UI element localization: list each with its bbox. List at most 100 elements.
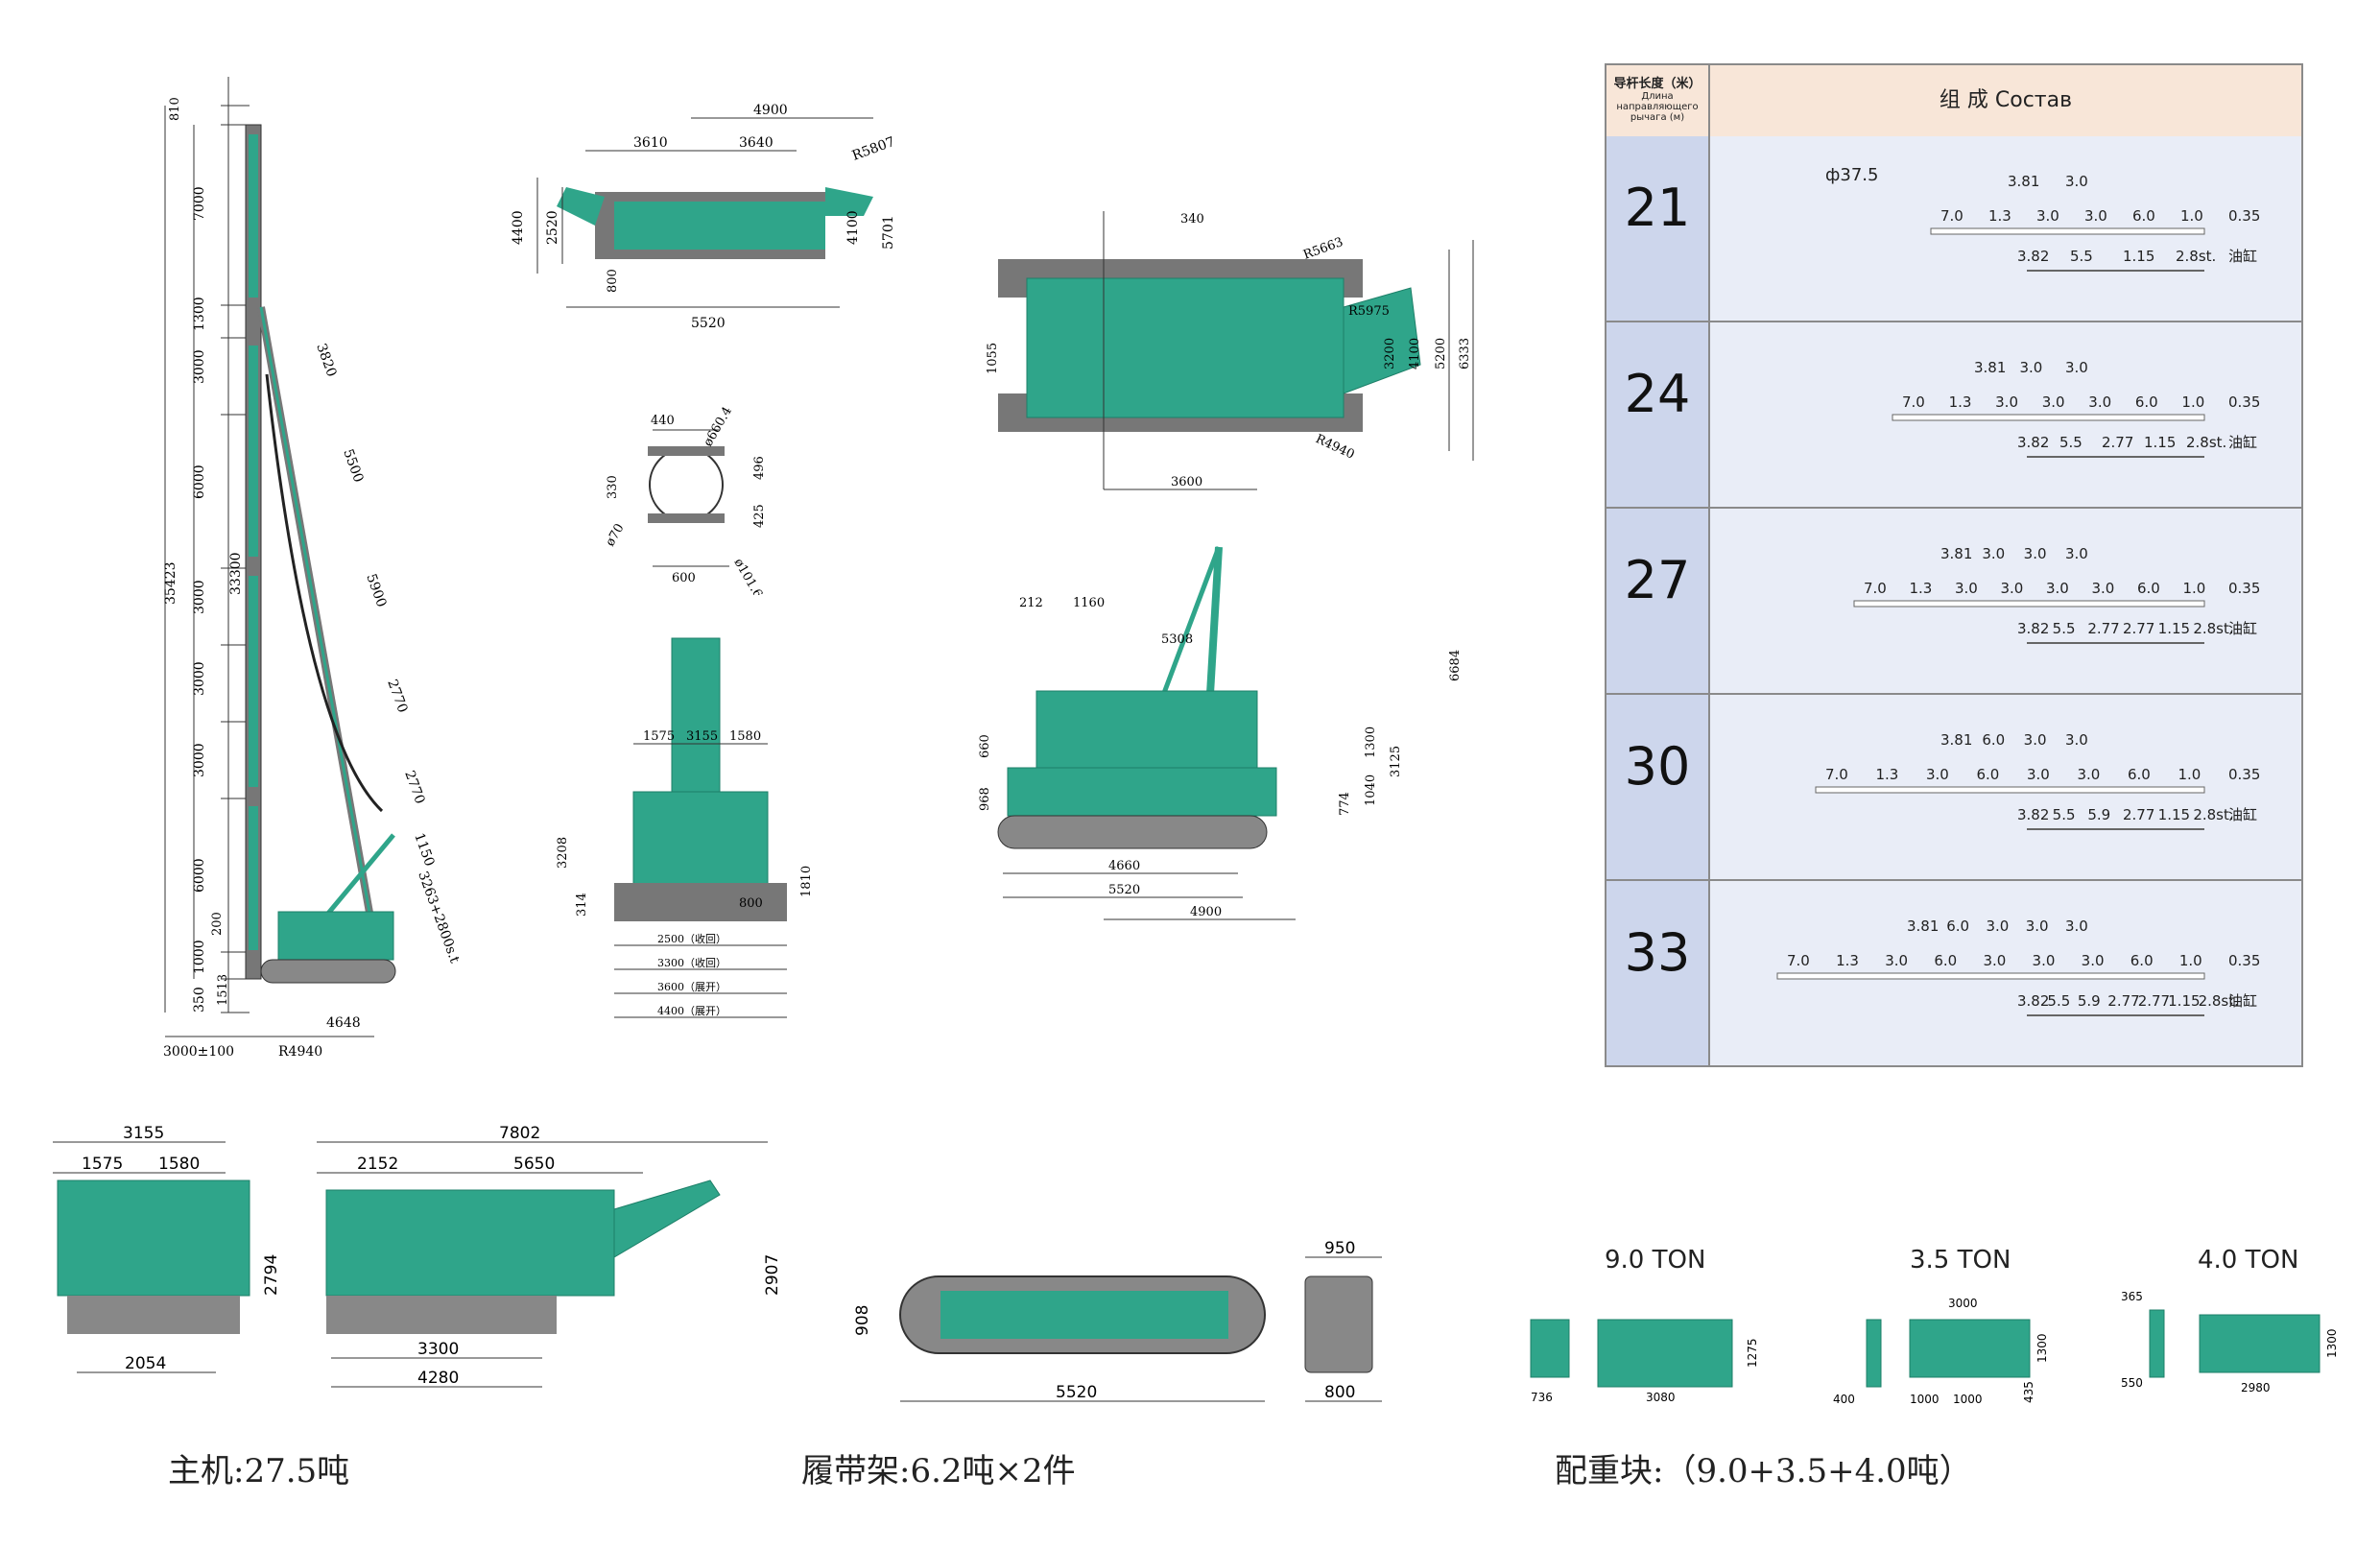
fv-314: 314 [575, 893, 589, 917]
cw4-365: 365 [2121, 1290, 2143, 1303]
segment-label: 3.0 [1926, 766, 1949, 783]
front-view: 1575 3155 1580 3208 314 1810 800 2500（收回… [556, 637, 814, 1018]
cw35-3000: 3000 [1948, 1297, 1978, 1310]
boom-3263: 3263+2800s.t [415, 870, 462, 965]
bottom-front-view: 3155 1575 1580 2054 [53, 1124, 250, 1373]
bs-774: 774 [1338, 792, 1352, 816]
segment-label: 6.0 [2132, 207, 2155, 225]
leader-shaft [1930, 227, 2205, 235]
sec-d660: ø660.4 [701, 404, 735, 449]
cw35-1000b: 1000 [1953, 1393, 1983, 1406]
segment-label: 3.0 [2024, 545, 2047, 562]
segment-label: 5.9 [2078, 992, 2101, 1010]
ts-800: 800 [606, 269, 620, 293]
segment-label: 3.0 [2036, 207, 2059, 225]
fv-800: 800 [739, 896, 763, 911]
segment-label: 油缸 [2228, 620, 2257, 637]
segment-label: 油缸 [2228, 434, 2257, 451]
dim-3000: 3000±100 [163, 1044, 234, 1060]
segment-label: 3.81 [1974, 359, 2006, 376]
segment-label: 7.0 [1864, 580, 1887, 597]
dim-R4940: R4940 [278, 1044, 322, 1060]
segment-label: 1.15 [2123, 248, 2154, 265]
segment-label: 7.0 [1825, 766, 1848, 783]
segment-label: 2.8st. [2193, 806, 2233, 823]
boom-5900: 5900 [363, 572, 389, 609]
segment-label: 1.0 [2183, 580, 2206, 597]
fv-3155: 3155 [686, 729, 718, 744]
bsd-5650: 5650 [513, 1155, 555, 1174]
ts-R5807: R5807 [850, 134, 897, 164]
segment-label: 3.0 [2065, 173, 2088, 190]
cr-5520: 5520 [1056, 1383, 1097, 1402]
segment-label: 0.35 [2228, 952, 2260, 969]
cw-9-title: 9.0 TON [1605, 1246, 1706, 1275]
tl-R5975: R5975 [1348, 304, 1390, 319]
segment-label: 3.0 [2046, 580, 2069, 597]
cw35-1000a: 1000 [1910, 1393, 1940, 1406]
boom-1150: 1150 [411, 831, 437, 869]
header-length-cell: 导杆长度（米） Длина направляющего рычага (м) [1606, 65, 1710, 136]
bf-3155: 3155 [123, 1124, 164, 1143]
segment-label: 3.0 [2065, 359, 2088, 376]
fv-3208: 3208 [556, 837, 570, 869]
bs-660: 660 [978, 734, 992, 758]
segment-label: 5.9 [2087, 806, 2110, 823]
segment-label: 3.0 [1987, 917, 2010, 935]
side-view-drawing: 810 7000 1300 3000 6000 3000 3000 3000 6… [163, 77, 463, 1060]
segment-label: 0.35 [2228, 393, 2260, 411]
segment-label: 5.5 [2047, 992, 2070, 1010]
cw9-736: 736 [1531, 1391, 1553, 1404]
tl-5200: 5200 [1434, 338, 1448, 369]
composition-table: 导杆长度（米） Длина направляющего рычага (м) 组… [1605, 63, 2303, 1067]
dim-left-1: 1300 [192, 297, 207, 331]
counterweight-35ton: 3000 1300 435 400 1000 1000 [1833, 1297, 2049, 1406]
sec-330: 330 [606, 475, 620, 499]
segment-label: 3.0 [1955, 580, 1978, 597]
bsd-2152: 2152 [357, 1155, 398, 1174]
cw9-3080: 3080 [1646, 1391, 1676, 1404]
tl-1055: 1055 [986, 343, 1000, 374]
segment-label: 3.0 [2092, 580, 2115, 597]
segment-label: 7.0 [1787, 952, 1810, 969]
segment-label: 3.0 [2088, 393, 2111, 411]
sec-440: 440 [651, 414, 675, 428]
dim-left-7: 6000 [192, 858, 207, 893]
segment-label: 6.0 [2135, 393, 2158, 411]
leader-shaft [1892, 414, 2205, 421]
segment-label: 5.5 [2053, 806, 2076, 823]
cw-35-title: 3.5 TON [1910, 1246, 2011, 1275]
dim-overall-35423: 35423 [163, 561, 178, 605]
bs-6684: 6684 [1448, 650, 1463, 681]
dim-left-0: 7000 [192, 186, 207, 221]
segment-label: 6.0 [2137, 580, 2160, 597]
segment-label: 2.77 [2107, 992, 2139, 1010]
dim-left-6: 3000 [192, 743, 207, 777]
segment-label: 1.0 [2179, 952, 2202, 969]
cw4-550: 550 [2121, 1376, 2143, 1390]
ts-4900: 4900 [753, 103, 788, 118]
ts-4100: 4100 [845, 210, 861, 245]
segment-label: 1.3 [1910, 580, 1933, 597]
table-header: 导杆长度（米） Длина направляющего рычага (м) 组… [1606, 65, 2301, 138]
segment-label: 3.0 [1995, 393, 2018, 411]
segment-label: 3.0 [2065, 731, 2088, 749]
segment-label: 1.15 [2158, 620, 2190, 637]
segment-label: 2.77 [2087, 620, 2119, 637]
fv-4400: 4400（展开） [657, 1005, 726, 1017]
segment-label: 5.5 [2059, 434, 2082, 451]
segment-label: 1.3 [1836, 952, 1859, 969]
segment-label: 6.0 [2128, 766, 2151, 783]
cr-908: 908 [853, 1305, 872, 1336]
sec-d70: ø70 [603, 521, 627, 549]
segment-label: 6.0 [1946, 917, 1969, 935]
segment-label: 0.35 [2228, 766, 2260, 783]
dim-4648: 4648 [326, 1015, 361, 1031]
